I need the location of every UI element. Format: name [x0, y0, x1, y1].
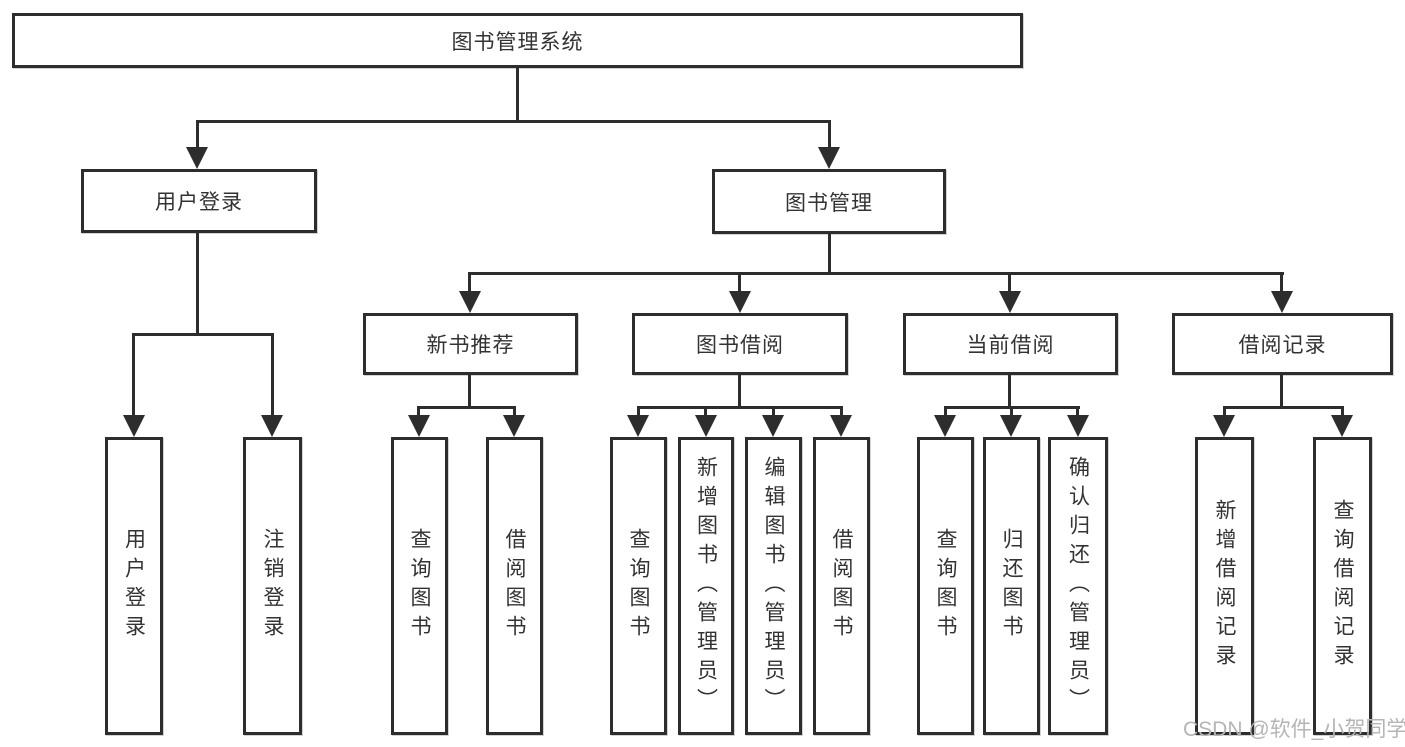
leaf-query-books-borrow: 查询图书 — [610, 437, 667, 735]
node-book-management: 图书管理 — [712, 169, 946, 234]
connector-leaf-drop — [772, 406, 775, 417]
connector-l3-drop — [1008, 272, 1011, 293]
csdn-watermark: CSDN @软件_小贺同学 — [1183, 718, 1405, 741]
node-label: 用户登录 — [155, 191, 243, 214]
connector-leaf-drop — [944, 406, 947, 417]
arrow-down-icon — [999, 291, 1021, 313]
arrow-down-icon — [1213, 415, 1235, 437]
connector-root-stem — [516, 68, 519, 120]
arrow-down-icon — [123, 415, 145, 437]
leaf-edit-books-admin: 编辑图书（管理员） — [745, 437, 802, 735]
connector-recommend-split — [417, 406, 516, 409]
connector-leaf-drop — [840, 406, 843, 417]
arrow-down-icon — [818, 147, 840, 169]
leaf-confirm-return-admin: 确认归还（管理员） — [1048, 437, 1108, 735]
connector-l3-drop — [468, 272, 471, 293]
arrow-down-icon — [830, 415, 852, 437]
leaf-label: 借阅图书 — [830, 528, 853, 644]
connector-book-mgmt-split — [468, 272, 1284, 275]
arrow-down-icon — [1331, 415, 1353, 437]
node-user-login: 用户登录 — [81, 169, 317, 233]
arrow-down-icon — [934, 415, 956, 437]
connector-leaf-drop — [1223, 406, 1226, 417]
leaf-return-books: 归还图书 — [983, 437, 1040, 735]
node-label: 新书推荐 — [426, 334, 515, 357]
leaf-query-books-current: 查询图书 — [917, 437, 974, 735]
connector-user-login-split — [132, 333, 274, 336]
connector-leaf-drop — [132, 333, 135, 417]
leaf-query-borrow-record: 查询借阅记录 — [1313, 437, 1372, 735]
leaf-label: 确认归还（管理员） — [1066, 455, 1090, 717]
connector-user-login-stem — [196, 233, 199, 333]
arrow-down-icon — [627, 415, 649, 437]
node-current-borrowing: 当前借阅 — [903, 313, 1118, 375]
leaf-label: 新增借阅记录 — [1213, 499, 1236, 673]
leaf-label: 归还图书 — [1000, 528, 1023, 644]
connector-book-mgmt-drop — [828, 120, 831, 149]
leaf-label: 查询图书 — [627, 528, 650, 644]
node-label: 图书管理 — [785, 191, 873, 215]
leaf-user-login: 用户登录 — [105, 437, 163, 735]
connector-leaf-drop — [704, 406, 707, 417]
leaf-logout: 注销登录 — [243, 437, 302, 735]
leaf-label: 编辑图书（管理员） — [762, 455, 785, 717]
node-label: 借阅记录 — [1238, 334, 1327, 357]
node-label: 图书借阅 — [696, 334, 784, 357]
leaf-label: 借阅图书 — [503, 528, 526, 644]
arrow-down-icon — [1067, 415, 1089, 437]
connector-leaf-drop — [513, 406, 516, 417]
connector-book-mgmt-stem — [828, 234, 831, 272]
arrow-down-icon — [459, 291, 481, 313]
connector-current-stem — [1008, 375, 1011, 406]
connector-user-login-drop — [196, 120, 199, 149]
connector-leaf-drop — [1076, 406, 1079, 417]
connector-borrowing-split — [637, 406, 843, 409]
arrow-down-icon — [503, 415, 525, 437]
connector-leaf-drop — [417, 406, 420, 417]
connector-leaf-drop — [637, 406, 640, 417]
connector-borrowing-stem — [738, 375, 741, 406]
connector-records-stem — [1280, 375, 1283, 406]
connector-leaf-drop — [1341, 406, 1344, 417]
connector-recommend-stem — [468, 375, 471, 406]
node-book-borrowing: 图书借阅 — [632, 313, 848, 375]
leaf-label: 查询借阅记录 — [1331, 499, 1354, 673]
leaf-borrow-books-recommend: 借阅图书 — [486, 437, 543, 735]
arrow-down-icon — [408, 415, 430, 437]
connector-l3-drop — [1280, 272, 1283, 293]
connector-l3-drop — [738, 272, 741, 293]
connector-records-split — [1223, 406, 1344, 409]
leaf-label: 查询图书 — [408, 528, 431, 644]
arrow-down-icon — [729, 291, 751, 313]
connector-leaf-drop — [271, 333, 274, 417]
leaf-query-books-recommend: 查询图书 — [391, 437, 448, 735]
connector-leaf-drop — [1010, 406, 1013, 417]
leaf-borrow-books: 借阅图书 — [813, 437, 870, 735]
arrow-down-icon — [1000, 415, 1022, 437]
leaf-label: 查询图书 — [934, 528, 957, 644]
leaf-add-borrow-record: 新增借阅记录 — [1195, 437, 1254, 735]
arrow-down-icon — [186, 147, 208, 169]
node-borrowing-records: 借阅记录 — [1172, 313, 1393, 375]
node-new-book-recommend: 新书推荐 — [363, 313, 578, 375]
node-label: 当前借阅 — [966, 334, 1055, 357]
arrow-down-icon — [261, 415, 283, 437]
leaf-label: 注销登录 — [261, 528, 284, 644]
leaf-label: 新增图书（管理员） — [694, 455, 718, 717]
arrow-down-icon — [695, 415, 717, 437]
leaf-label: 用户登录 — [122, 528, 146, 644]
leaf-add-books-admin: 新增图书（管理员） — [678, 437, 734, 735]
node-book-management-system: 图书管理系统 — [12, 13, 1023, 68]
arrow-down-icon — [1271, 291, 1293, 313]
connector-root-split — [196, 120, 831, 123]
arrow-down-icon — [762, 415, 784, 437]
node-label: 图书管理系统 — [451, 30, 584, 54]
